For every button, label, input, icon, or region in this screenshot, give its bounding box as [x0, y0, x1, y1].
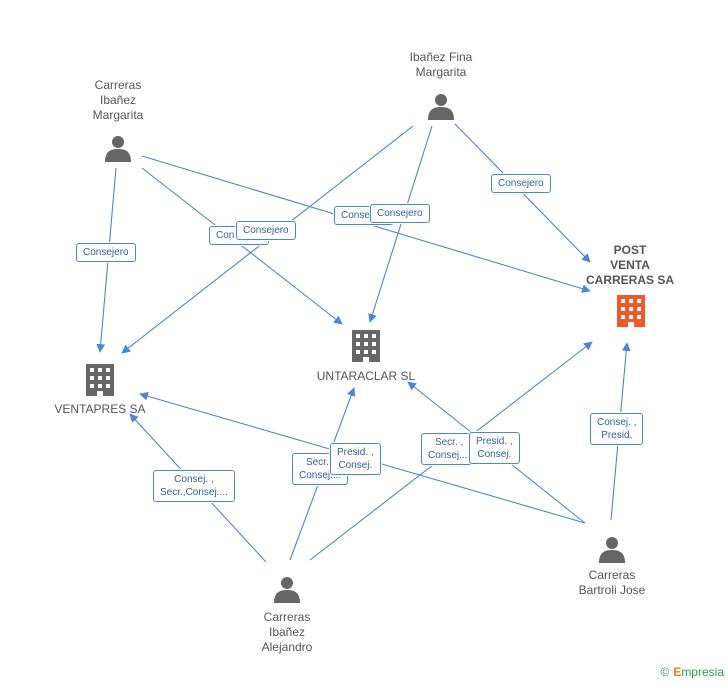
- label-line: Consej.: [338, 460, 373, 471]
- label-line: Consejero: [83, 247, 129, 258]
- label-line: Ibañez Fina: [409, 50, 473, 64]
- label-line: Secr.,Consej....: [160, 487, 228, 498]
- label-line: VENTAPRES SA: [54, 402, 146, 416]
- building-icon[interactable]: [352, 330, 380, 362]
- edge-label-cbj-untaraclar[interactable]: Secr. , Consej....: [421, 433, 478, 465]
- edge-label-cia-postventa[interactable]: Presid. , Consej.: [469, 432, 520, 464]
- label-line: Presid. ,: [337, 447, 374, 458]
- company-label-untaraclar[interactable]: UNTARACLAR SL: [310, 369, 422, 384]
- label-line: POST: [613, 243, 647, 257]
- label-line: Consejero: [243, 225, 289, 236]
- brand-footer[interactable]: ©Empresia: [660, 665, 724, 679]
- label-line: Consej. ,: [174, 474, 214, 485]
- label-line: Secr. ,: [434, 437, 464, 448]
- label-line: Ibañez: [99, 93, 137, 107]
- label-line: Presid. ,: [476, 436, 513, 447]
- label-line: Carreras: [94, 78, 142, 92]
- edge-ifm-untaraclar: [368, 125, 433, 323]
- edge-label-ifm-postventa[interactable]: Consejero: [491, 174, 551, 193]
- label-line: UNTARACLAR SL: [316, 369, 416, 383]
- person-icon[interactable]: [274, 577, 300, 603]
- edge-label-ifm-ventapres[interactable]: Consejero: [236, 221, 296, 240]
- label-line: CARRERAS SA: [585, 273, 674, 287]
- label-line: VENTA: [610, 258, 650, 272]
- person-icon[interactable]: [428, 94, 454, 120]
- label-line: Carreras: [263, 610, 311, 624]
- building-icon[interactable]: [86, 364, 114, 396]
- label-line: Margarita: [92, 108, 144, 122]
- company-label-ventapres[interactable]: VENTAPRES SA: [48, 402, 152, 417]
- edge-label-ifm-untaraclar[interactable]: Consejero: [370, 204, 430, 223]
- edge-label-cbj-postventa[interactable]: Consej. , Presid.: [590, 413, 644, 445]
- person-icon[interactable]: [105, 136, 131, 162]
- label-line: Secr. ,: [305, 457, 335, 468]
- edge-label-cim-ventapres[interactable]: Consejero: [76, 243, 136, 262]
- label-line: Consejero: [498, 178, 544, 189]
- label-line: Bartroli Jose: [578, 583, 646, 597]
- brand-name: mpresia: [681, 665, 724, 679]
- person-icon[interactable]: [599, 537, 625, 563]
- edge-ifm-postventa: [454, 123, 591, 263]
- edge-cim-untaraclar: [141, 167, 343, 325]
- label-line: Carreras: [588, 568, 636, 582]
- copyright-icon: ©: [660, 665, 670, 679]
- brand-logo-letter: E: [673, 665, 682, 679]
- label-line: Consej....: [428, 450, 471, 461]
- edge-label-cbj-ventapres[interactable]: Presid. , Consej.: [330, 443, 381, 475]
- edge-label-cia-ventapres[interactable]: Consej. , Secr.,Consej....: [153, 470, 235, 502]
- label-line: Consej.: [477, 449, 512, 460]
- label-line: Presid.: [601, 430, 633, 441]
- label-line: Alejandro: [261, 640, 313, 654]
- label-line: Margarita: [415, 65, 467, 79]
- label-line: Consejero: [341, 210, 387, 221]
- label-line: Ibañez: [268, 625, 306, 639]
- label-line: Consejero: [377, 208, 423, 219]
- building-icon-highlight[interactable]: [617, 295, 645, 327]
- label-line: Consej. ,: [597, 417, 637, 428]
- label-line: Consej....: [299, 470, 342, 481]
